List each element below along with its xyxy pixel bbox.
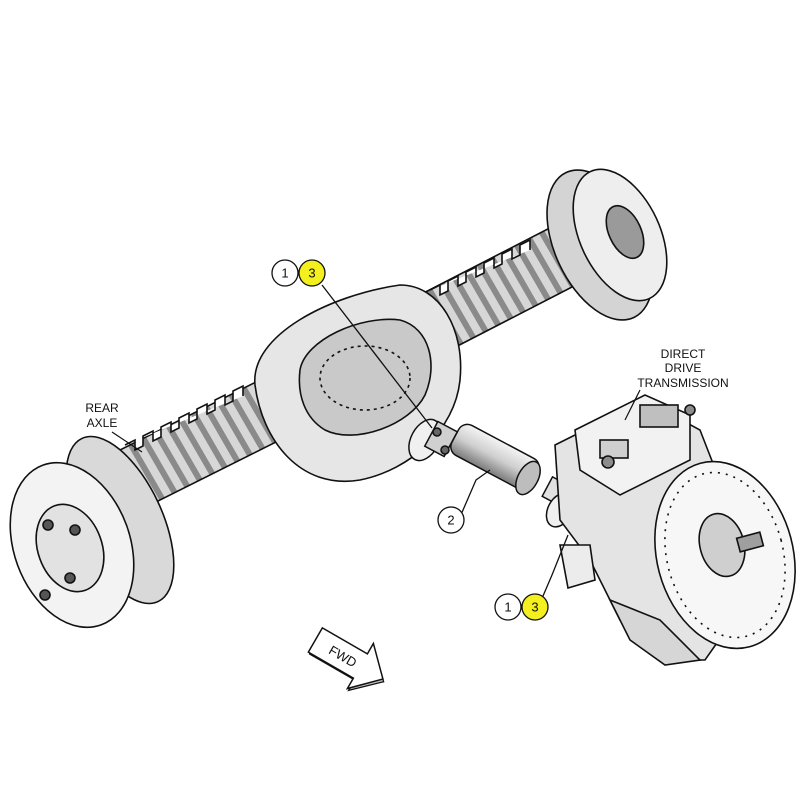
rear-axle-label-line1: REAR xyxy=(85,401,119,415)
callout-lower-3-text: 3 xyxy=(531,600,538,615)
valve-fitting xyxy=(684,404,696,416)
transmission-label-line3: TRANSMISSION xyxy=(637,376,728,390)
callout-lower-3: 3 xyxy=(521,593,549,621)
left-hub-bolt xyxy=(42,519,54,531)
input-shaft xyxy=(735,531,765,553)
upper-callout-leader xyxy=(321,284,433,429)
callout-shaft-2-text: 2 xyxy=(447,513,454,528)
callout-upper-1: 1 xyxy=(271,259,299,287)
rear-axle-leader xyxy=(111,431,143,453)
flywheel-bolt-circle xyxy=(664,471,786,639)
transmission-label: DIRECT DRIVE TRANSMISSION xyxy=(624,347,729,421)
mount-bracket xyxy=(559,544,596,590)
callout-shaft-2: 2 xyxy=(437,506,465,534)
left-hub-bolt xyxy=(64,572,76,584)
transmission-leader xyxy=(624,389,641,421)
differential-cover xyxy=(298,318,432,436)
callout-lower-1-text: 1 xyxy=(504,600,511,615)
left-hub-bolt xyxy=(69,524,81,536)
rear-axle-label-line2: AXLE xyxy=(87,416,118,430)
rear-axle-label: REAR AXLE xyxy=(85,401,143,453)
callout-lower-1: 1 xyxy=(494,593,522,621)
right-hub-center xyxy=(605,204,645,260)
drive-shaft-end xyxy=(515,460,541,496)
axle-teeth-left xyxy=(124,384,244,452)
lower-callout-leader xyxy=(539,534,569,604)
forward-direction-arrow: FWD xyxy=(307,626,385,692)
shaft-callout-leader xyxy=(459,469,491,518)
fwd-arrow-shape xyxy=(307,626,384,690)
axle-teeth-right xyxy=(429,238,531,297)
callout-upper-1-text: 1 xyxy=(281,266,288,281)
differential-bolt-ring xyxy=(319,345,411,411)
transmission-label-line1: DIRECT xyxy=(661,347,706,361)
control-valve xyxy=(639,404,679,428)
left-hub-bolt xyxy=(39,589,51,601)
control-valve xyxy=(599,439,629,459)
rear-axle-assembly xyxy=(9,168,668,629)
transmission-label-line2: DRIVE xyxy=(665,361,702,375)
callout-upper-3: 3 xyxy=(298,259,326,287)
transmission-assembly xyxy=(554,394,796,666)
valve-fitting xyxy=(601,455,615,469)
transmission-lower-case xyxy=(608,598,702,666)
upper-universal-joint xyxy=(408,418,459,462)
callout-upper-3-text: 3 xyxy=(308,266,315,281)
